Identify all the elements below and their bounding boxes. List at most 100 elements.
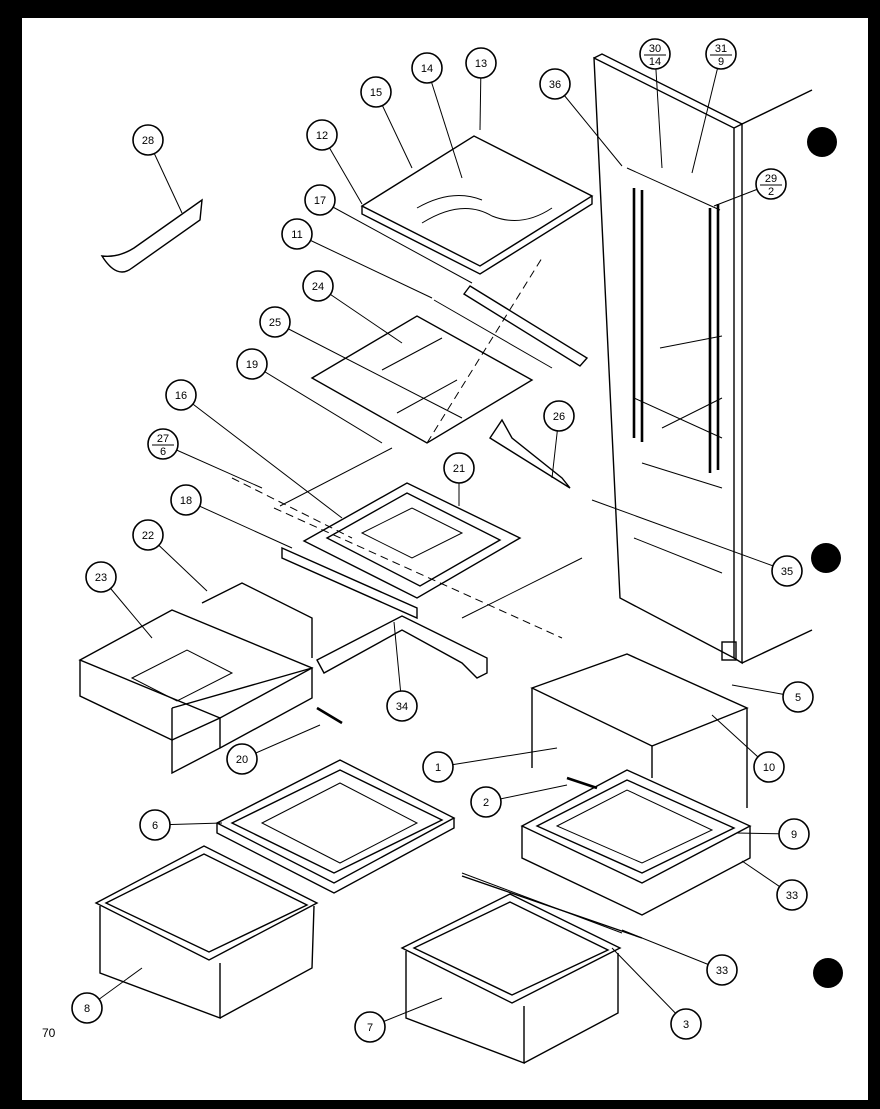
callout-23: 23 [85,561,117,593]
registration-dot [813,958,843,988]
callout-number: 9 [791,829,797,841]
callout-36: 36 [539,68,571,100]
callout-6: 6 [139,809,171,841]
right-pan [400,875,643,1065]
callout-2: 2 [470,786,502,818]
callout-circle [539,68,571,100]
callout-circle [771,555,803,587]
part-17-rail [462,285,589,367]
callout-number: 15 [370,87,382,99]
callout-subnumber: 6 [160,446,166,458]
callout-number: 26 [553,411,565,423]
top-shelf [360,135,594,275]
callout-circle [147,428,179,460]
callout-20: 20 [226,743,258,775]
callout-number: 17 [314,195,326,207]
callout-number: 34 [396,701,408,713]
callout-number: 33 [716,965,728,977]
callout-10: 10 [753,751,785,783]
right-cover-box [530,653,749,808]
right-drawer-frame [461,769,752,934]
callout-circle [706,954,738,986]
leader-line [437,747,558,768]
cabinet-wall [593,53,813,665]
part-34-bracket [316,615,488,679]
callout-circle [639,38,671,70]
callout-circle [236,348,268,380]
leader-line [251,363,383,444]
callout-number: 35 [781,566,793,578]
callout-15: 15 [360,76,392,108]
crisper-drawer [78,582,314,775]
callout-number: 31 [715,43,727,55]
leader-line [317,285,403,344]
callout-9: 9 [778,818,810,850]
callout-22: 22 [132,519,164,551]
callout-number: 7 [367,1022,373,1034]
callout-24: 24 [302,270,334,302]
leader-line [319,199,473,284]
callout-12: 12 [306,119,338,151]
callout-5: 5 [782,681,814,713]
callout-25: 25 [259,306,291,338]
leader-line [180,394,343,519]
callout-number: 27 [157,433,169,445]
callout-number: 36 [549,79,561,91]
callout-circle [226,743,258,775]
callout-circle [306,119,338,151]
callout-13: 13 [465,47,497,79]
callout-subnumber: 14 [649,56,661,68]
callout-number: 23 [95,572,107,584]
callout-26: 26 [543,400,575,432]
page-number: 70 [42,1026,56,1040]
callout-circle [386,690,418,722]
leader-line [654,53,663,169]
leader-line [691,53,722,174]
callout-circle [360,76,392,108]
callout-18: 18 [170,484,202,516]
callout-subnumber: 9 [718,56,724,68]
leader-line [274,321,463,419]
callout-circle [470,786,502,818]
callout-number: 33 [786,890,798,902]
callout-19: 19 [236,348,268,380]
callout-33: 33 [706,954,738,986]
leader-line [611,947,687,1025]
callout-circle [354,1011,386,1043]
callout-number: 12 [316,130,328,142]
callout-number: 13 [475,58,487,70]
callout-number: 1 [435,762,441,774]
callout-circle [71,992,103,1024]
callout-circle [755,168,787,200]
callout-27: 276 [147,428,179,460]
callout-number: 22 [142,530,154,542]
callout-circle [753,751,785,783]
callout-subnumber: 2 [768,186,774,198]
callout-14: 14 [411,52,443,84]
callout-circle [465,47,497,79]
leader-line [185,499,293,549]
callout-31: 319 [705,38,737,70]
exploded-view-drawing: 2815141312171124251916276182223212636301… [71,38,843,1065]
callout-circle [411,52,443,84]
leader-line [162,443,263,489]
callout-number: 5 [795,692,801,704]
callout-circle [302,270,334,302]
callout-circle [776,879,808,911]
callout-number: 30 [649,43,661,55]
leader-line [621,929,723,971]
callout-circle [139,809,171,841]
leader-line [296,233,433,299]
callout-number: 25 [269,317,281,329]
callout-number: 10 [763,762,775,774]
callout-number: 16 [175,390,187,402]
part-11-rail [433,299,553,369]
callout-circle [132,519,164,551]
leader-line [554,83,623,167]
callout-number: 2 [483,797,489,809]
callout-34: 34 [386,690,418,722]
callout-number: 21 [453,463,465,475]
callout-circle [132,124,164,156]
callout-7: 7 [354,1011,386,1043]
